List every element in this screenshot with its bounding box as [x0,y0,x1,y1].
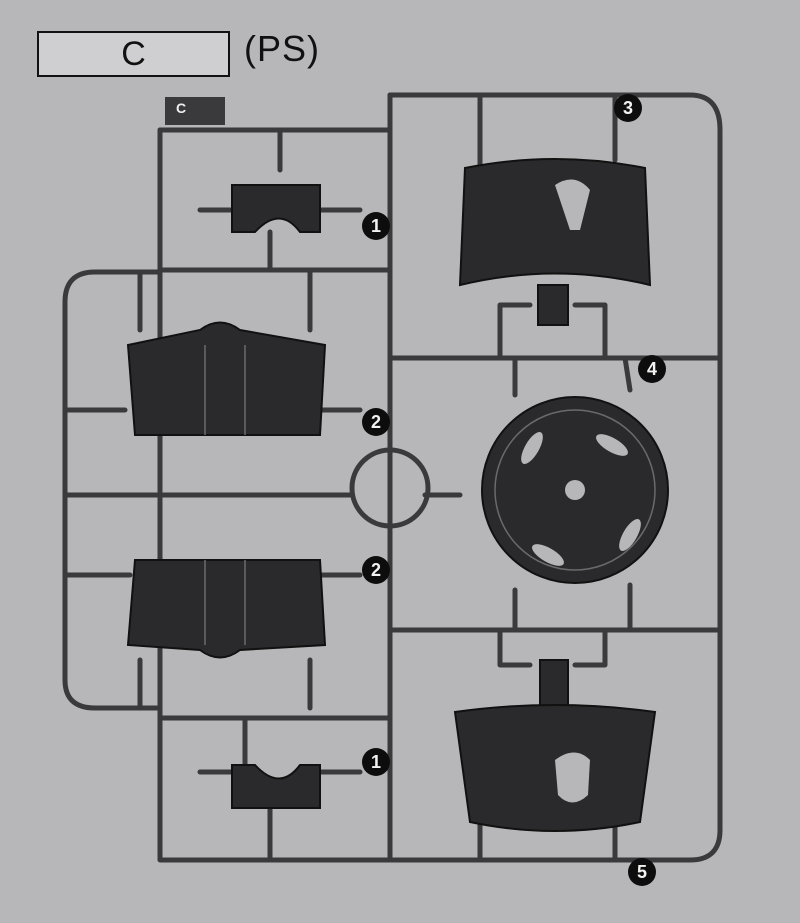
runner-code-label: C [121,34,146,73]
part-number-badge: 5 [628,858,656,886]
material-label: (PS) [244,28,320,69]
part-number-badge: 1 [362,212,390,240]
part-number-badge: 2 [362,556,390,584]
part-5-shell [453,704,657,832]
part-number-badge: 1 [362,748,390,776]
part-3-stem [537,284,569,326]
runner-ring [349,447,431,529]
part-3-shell [458,158,652,287]
part-2-upper [126,321,327,436]
part-1-top [231,184,321,233]
runner-left-loop [62,269,163,711]
part-holes [521,179,641,803]
part-detail-lines [204,345,656,645]
part-5-stem [539,659,569,709]
runner-corner-tab [165,97,225,125]
part-number-badge: 3 [614,94,642,122]
runner-outer [157,92,723,863]
runner-code-box: C [37,31,230,77]
part-number-badge: 4 [638,355,666,383]
part-1-bottom [231,764,321,809]
part-2-lower [126,559,327,659]
runner-corner-letter: C [176,100,187,116]
part-number-badge: 2 [362,408,390,436]
